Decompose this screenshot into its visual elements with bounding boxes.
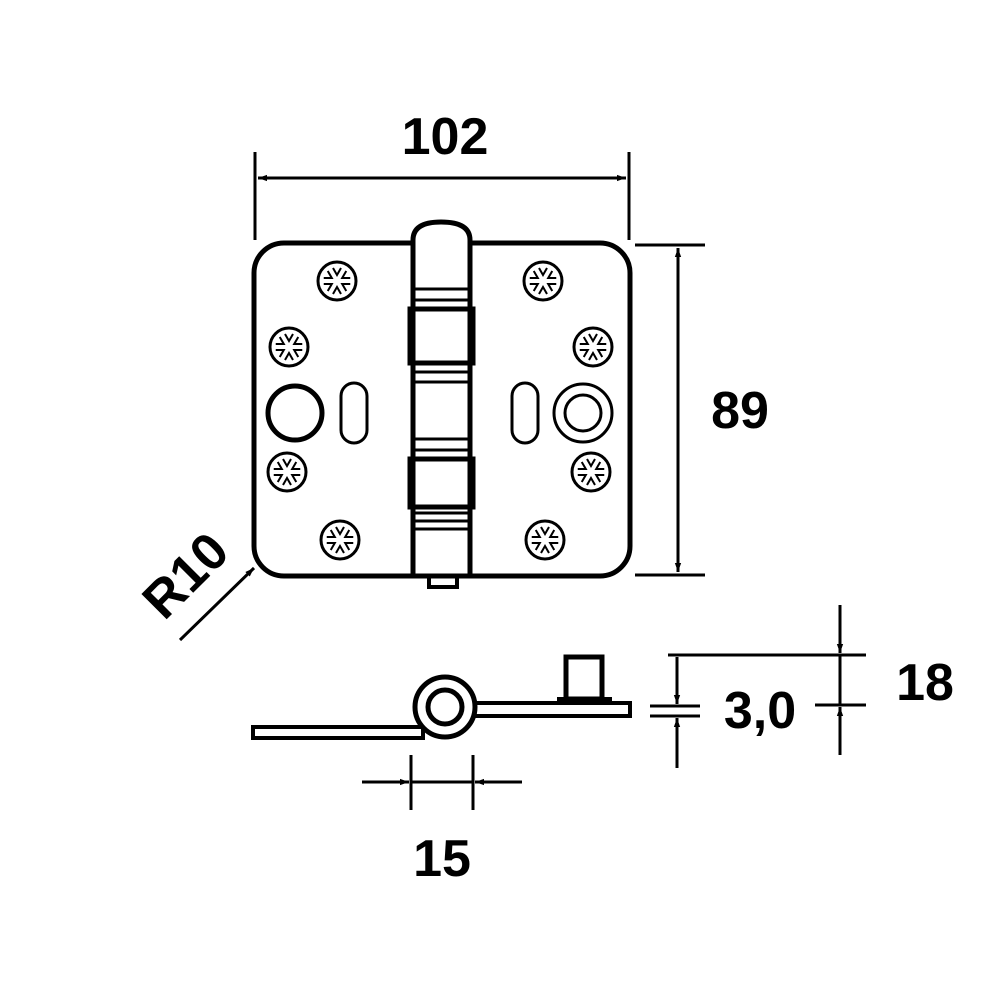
thickness-dimension [650, 657, 700, 768]
left-leaf [251, 725, 425, 740]
radius-arrow [178, 566, 256, 642]
height-dimension [635, 243, 705, 577]
thickness-label: 3,0 [724, 682, 796, 740]
slot-hole-right [510, 381, 540, 445]
screw-hole-icon [319, 519, 361, 561]
right-leaf [468, 701, 632, 718]
knuckle-inner [425, 687, 465, 727]
total-thickness-label: 18 [896, 654, 954, 712]
knuckle-dimension [362, 755, 522, 810]
screw-hole-icon [572, 326, 614, 368]
screw-hole-icon [266, 451, 308, 493]
knuckle-bands [407, 287, 476, 531]
slot-hole-left [339, 381, 369, 445]
knuckle [410, 219, 473, 579]
width-dimension [253, 152, 631, 240]
hinge-side-view [251, 654, 632, 740]
screw-hole-icon [316, 260, 358, 302]
height-label: 89 [711, 382, 769, 440]
pin-base [557, 697, 612, 704]
total-thickness-dimension [668, 605, 866, 755]
round-hole-right-inner [563, 393, 603, 433]
width-label: 102 [402, 108, 489, 166]
radius-label: R10 [132, 522, 240, 630]
screw-hole-icon [522, 260, 564, 302]
screw-hole-icon [268, 326, 310, 368]
round-hole-left [265, 383, 325, 443]
screw-hole-icon [570, 451, 612, 493]
knuckle-label: 15 [413, 830, 471, 888]
hinge-top-view [251, 219, 633, 589]
screw-hole-icon [524, 519, 566, 561]
pin-box [563, 654, 605, 702]
